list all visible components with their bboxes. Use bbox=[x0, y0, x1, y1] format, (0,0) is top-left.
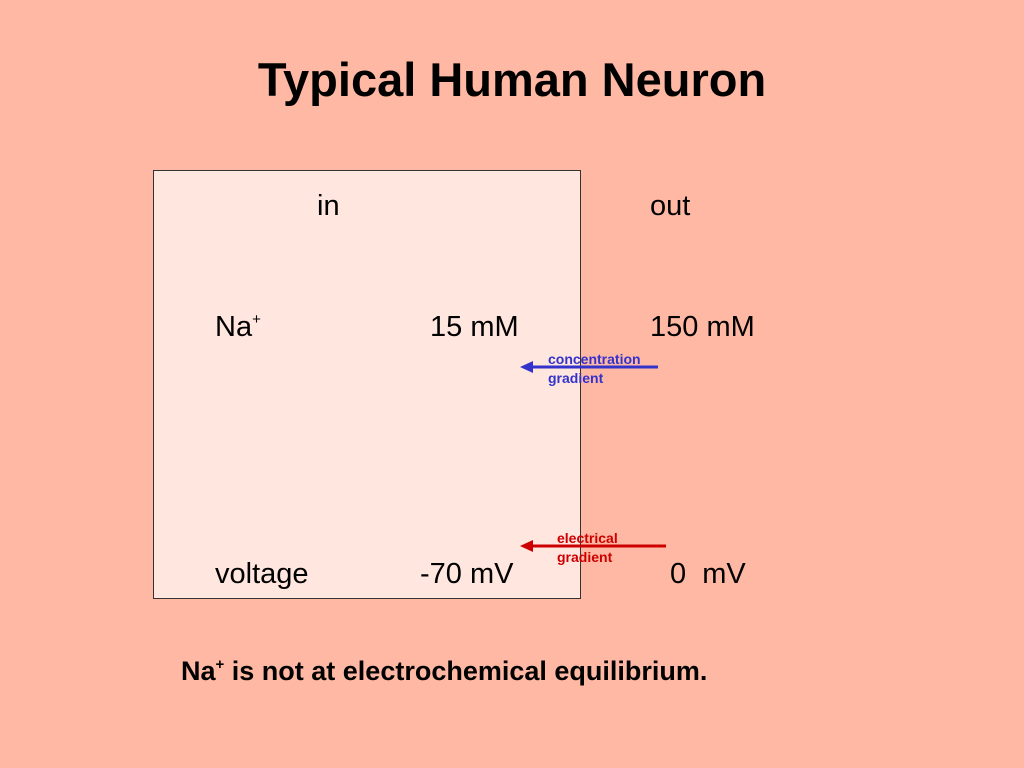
equilibrium-statement: Na+ is not at electrochemical equilibriu… bbox=[181, 656, 707, 687]
sodium-charge: + bbox=[252, 311, 261, 328]
in-column-header: in bbox=[317, 190, 340, 222]
electrical-gradient-line1: electrical bbox=[557, 530, 618, 546]
concentration-gradient-line2: gradient bbox=[548, 370, 604, 386]
electrical-gradient-line2: gradient bbox=[557, 549, 613, 565]
electrical-gradient-arrow bbox=[520, 540, 666, 552]
footer-ion: Na bbox=[181, 656, 216, 686]
concentration-gradient-arrow bbox=[520, 361, 658, 373]
voltage-in-value: -70 mV bbox=[420, 558, 514, 590]
concentration-gradient-line1: concentration bbox=[548, 351, 641, 367]
footer-charge: + bbox=[215, 656, 225, 673]
footer-text: is not at electrochemical equilibrium. bbox=[224, 656, 708, 686]
neuron-cell-box bbox=[153, 170, 581, 599]
out-column-header: out bbox=[650, 190, 691, 222]
sodium-ion-label: Na+ bbox=[215, 311, 261, 344]
concentration-gradient-label: concentration gradient bbox=[548, 350, 641, 388]
slide-title: Typical Human Neuron bbox=[257, 53, 767, 106]
sodium-ion-symbol: Na bbox=[215, 311, 253, 343]
sodium-in-value: 15 mM bbox=[430, 311, 519, 343]
voltage-label: voltage bbox=[215, 558, 309, 590]
sodium-out-value: 150 mM bbox=[650, 311, 755, 343]
electrical-gradient-label: electrical gradient bbox=[557, 529, 618, 567]
voltage-out-value: 0 mV bbox=[670, 558, 746, 590]
